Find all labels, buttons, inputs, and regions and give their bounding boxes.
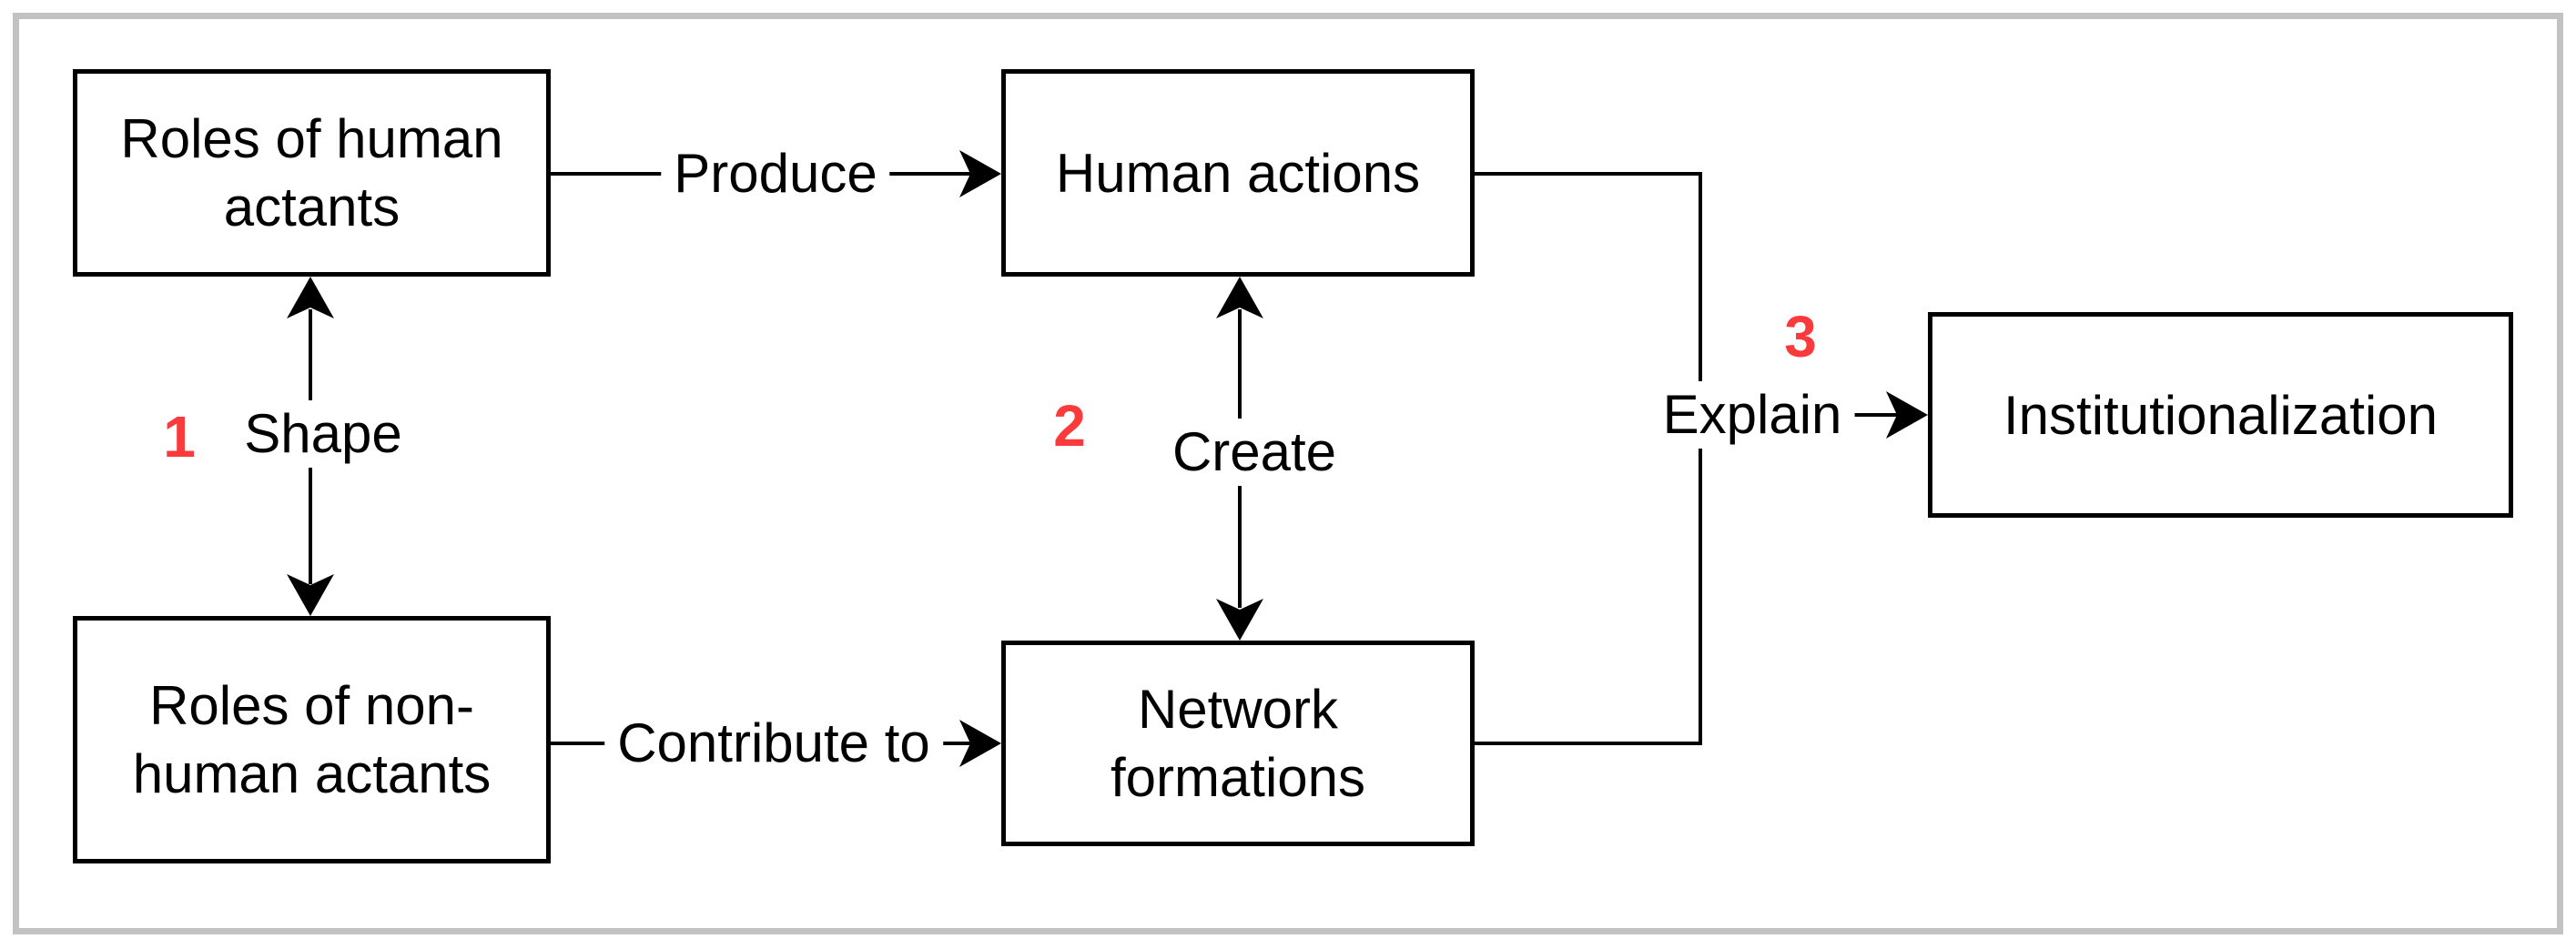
shape-arrowhead-down bbox=[287, 574, 334, 616]
node-label: Roles of non-human actants bbox=[132, 675, 492, 804]
node-label: Roles of human actants bbox=[120, 108, 503, 237]
explain-merge-line bbox=[1475, 172, 1702, 745]
contribute-arrowhead bbox=[959, 720, 1001, 767]
node-human-actions: Human actions bbox=[1001, 69, 1475, 277]
node-roles-of-human-actants: Roles of human actants bbox=[73, 69, 551, 277]
edge-label-produce: Produce bbox=[661, 140, 890, 207]
node-institutionalization: Institutionalization bbox=[1928, 312, 2513, 518]
create-arrowhead-down bbox=[1216, 599, 1263, 641]
step-number-3: 3 bbox=[1784, 304, 1817, 369]
node-label: Institutionalization bbox=[2003, 384, 2438, 446]
step-number-2: 2 bbox=[1053, 393, 1086, 459]
edge-label-create: Create bbox=[1159, 419, 1350, 486]
produce-arrowhead bbox=[959, 150, 1001, 197]
node-network-formations: Network formations bbox=[1001, 641, 1475, 846]
create-arrowhead-up bbox=[1216, 277, 1263, 318]
edge-label-shape: Shape bbox=[231, 400, 415, 468]
node-label: Human actions bbox=[1055, 142, 1421, 204]
node-roles-of-non-human-actants: Roles of non-human actants bbox=[73, 616, 551, 863]
shape-arrowhead-up bbox=[287, 277, 334, 318]
node-label: Network formations bbox=[1110, 679, 1366, 808]
outer-frame bbox=[13, 13, 2563, 934]
explain-arrowhead bbox=[1886, 391, 1928, 439]
edge-label-contribute-to: Contribute to bbox=[604, 710, 943, 777]
edge-label-explain: Explain bbox=[1649, 381, 1855, 449]
step-number-1: 1 bbox=[163, 404, 196, 469]
